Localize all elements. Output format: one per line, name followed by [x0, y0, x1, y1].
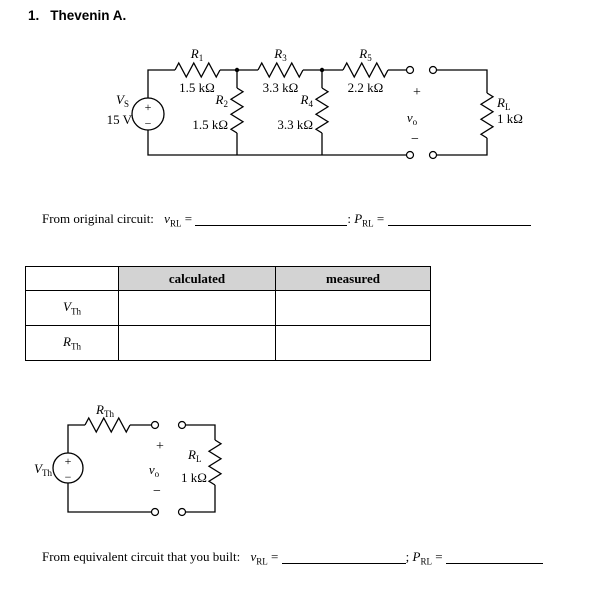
rth-measured-cell: [275, 325, 431, 361]
load-terminal-a: [177, 420, 187, 430]
prl-letter: P: [354, 211, 363, 226]
load-terminal-b: [177, 507, 187, 517]
table-row: RTh: [25, 325, 431, 361]
vo-minus-sign: −: [411, 132, 419, 147]
section-number: 1.: [28, 8, 40, 23]
vrl-letter: v: [164, 211, 170, 226]
equals-sign: =: [435, 549, 443, 564]
original-circuit-prompt: From original circuit: vRL = : PRL =: [42, 211, 531, 229]
equals-sign: =: [376, 211, 385, 226]
source-minus-sign: −: [65, 470, 72, 484]
vo-label: vo: [149, 462, 160, 479]
vrl-answer-blank: [281, 551, 406, 564]
table-row: VTh: [25, 290, 431, 326]
r4-value: 3.3 kΩ: [277, 117, 313, 132]
row-header-vth: VTh: [25, 290, 119, 326]
load-terminal-b: [428, 150, 438, 160]
prl-answer-blank: [387, 213, 531, 226]
section-title-text: Thevenin A.: [50, 8, 127, 23]
equivalent-circuit-prompt: From equivalent circuit that you built: …: [42, 549, 543, 567]
circuit-wire: [67, 424, 216, 513]
r5-resistor: [342, 61, 389, 79]
rl-value: 1 kΩ: [497, 111, 523, 126]
vrl-symbol: vRL: [164, 211, 182, 229]
prompt2-lead-text: From equivalent circuit that you built:: [42, 549, 241, 564]
vth-label: VTh: [34, 461, 52, 478]
vo-plus-sign: +: [156, 439, 164, 454]
vrl-symbol: vRL: [250, 549, 268, 567]
junction-dot: [319, 67, 325, 73]
prl-letter: P: [412, 549, 421, 564]
vth-calculated-cell: [118, 290, 276, 326]
r3-resistor: [257, 61, 304, 79]
vth-letter: V: [63, 299, 71, 315]
r3-label: R3: [273, 46, 287, 63]
rl-value: 1 kΩ: [181, 470, 207, 485]
output-terminal-a: [150, 420, 160, 430]
voltage-source: [131, 97, 165, 131]
load-terminal-a: [428, 65, 438, 75]
equals-sign: =: [184, 211, 193, 226]
source-plus-sign: +: [65, 454, 72, 468]
r4-resistor: [314, 87, 330, 134]
vo-minus-sign: −: [153, 484, 161, 499]
junction-dot: [234, 67, 240, 73]
equals-sign: =: [271, 549, 279, 564]
vth-measured-cell: [275, 290, 431, 326]
section-title: 1. Thevenin A.: [28, 8, 126, 23]
source-plus-sign: +: [145, 100, 152, 114]
prl-answer-blank: [445, 551, 543, 564]
vrl-answer-blank: [195, 213, 348, 226]
output-terminal-b: [405, 150, 415, 160]
output-terminal-b: [150, 507, 160, 517]
prl-subscript: RL: [420, 556, 432, 567]
r1-value: 1.5 kΩ: [179, 80, 215, 95]
r4-label: R4: [300, 92, 314, 109]
vrl-subscript: RL: [169, 218, 182, 229]
rth-letter: R: [63, 334, 71, 350]
separator: ;: [405, 549, 410, 564]
rth-subscript: Th: [70, 341, 81, 352]
r1-resistor: [174, 61, 221, 79]
col-header-calculated: calculated: [118, 266, 276, 291]
r2-resistor: [229, 87, 245, 134]
r5-label: R5: [358, 46, 372, 63]
equivalent-circuit-diagram: + − RTh VTh + vo − RL 1 kΩ: [34, 402, 223, 517]
prl-symbol: PRL: [412, 549, 432, 567]
separator: :: [347, 211, 351, 226]
col-header-measured: measured: [275, 266, 431, 291]
rth-calculated-cell: [118, 325, 276, 361]
rl-label: RL: [496, 95, 510, 112]
row-header-rth: RTh: [25, 325, 119, 361]
vth-source: [52, 452, 84, 484]
vrl-subscript: RL: [256, 556, 268, 567]
prl-symbol: PRL: [354, 211, 374, 229]
results-table: calculated measured VTh RTh: [25, 266, 431, 361]
table-corner-cell: [25, 266, 119, 291]
r2-value: 1.5 kΩ: [192, 117, 228, 132]
output-terminal-a: [405, 65, 415, 75]
vth-subscript: Th: [70, 306, 81, 317]
vs-label: VS: [116, 92, 129, 109]
vrl-letter: v: [250, 549, 257, 564]
r5-value: 2.2 kΩ: [348, 80, 384, 95]
rl-label: RL: [187, 447, 201, 464]
r1-label: R1: [190, 46, 203, 63]
vs-value: 15 V: [107, 112, 133, 127]
rth-label: RTh: [95, 402, 114, 419]
rl-resistor: [479, 92, 495, 139]
original-circuit-diagram: + − VS 15 V R1 1.5 kΩ R3 3.3 kΩ R5 2.2 k…: [107, 46, 523, 160]
rth-resistor: [84, 416, 131, 434]
source-minus-sign: −: [145, 117, 152, 131]
prl-subscript: RL: [362, 218, 374, 229]
vo-plus-sign: +: [413, 85, 421, 100]
prompt1-lead-text: From original circuit:: [42, 211, 154, 226]
rl-resistor: [207, 439, 223, 486]
r2-label: R2: [215, 92, 228, 109]
r3-value: 3.3 kΩ: [263, 80, 299, 95]
table-header-row: calculated measured: [25, 266, 431, 291]
vo-label: vo: [407, 110, 418, 127]
